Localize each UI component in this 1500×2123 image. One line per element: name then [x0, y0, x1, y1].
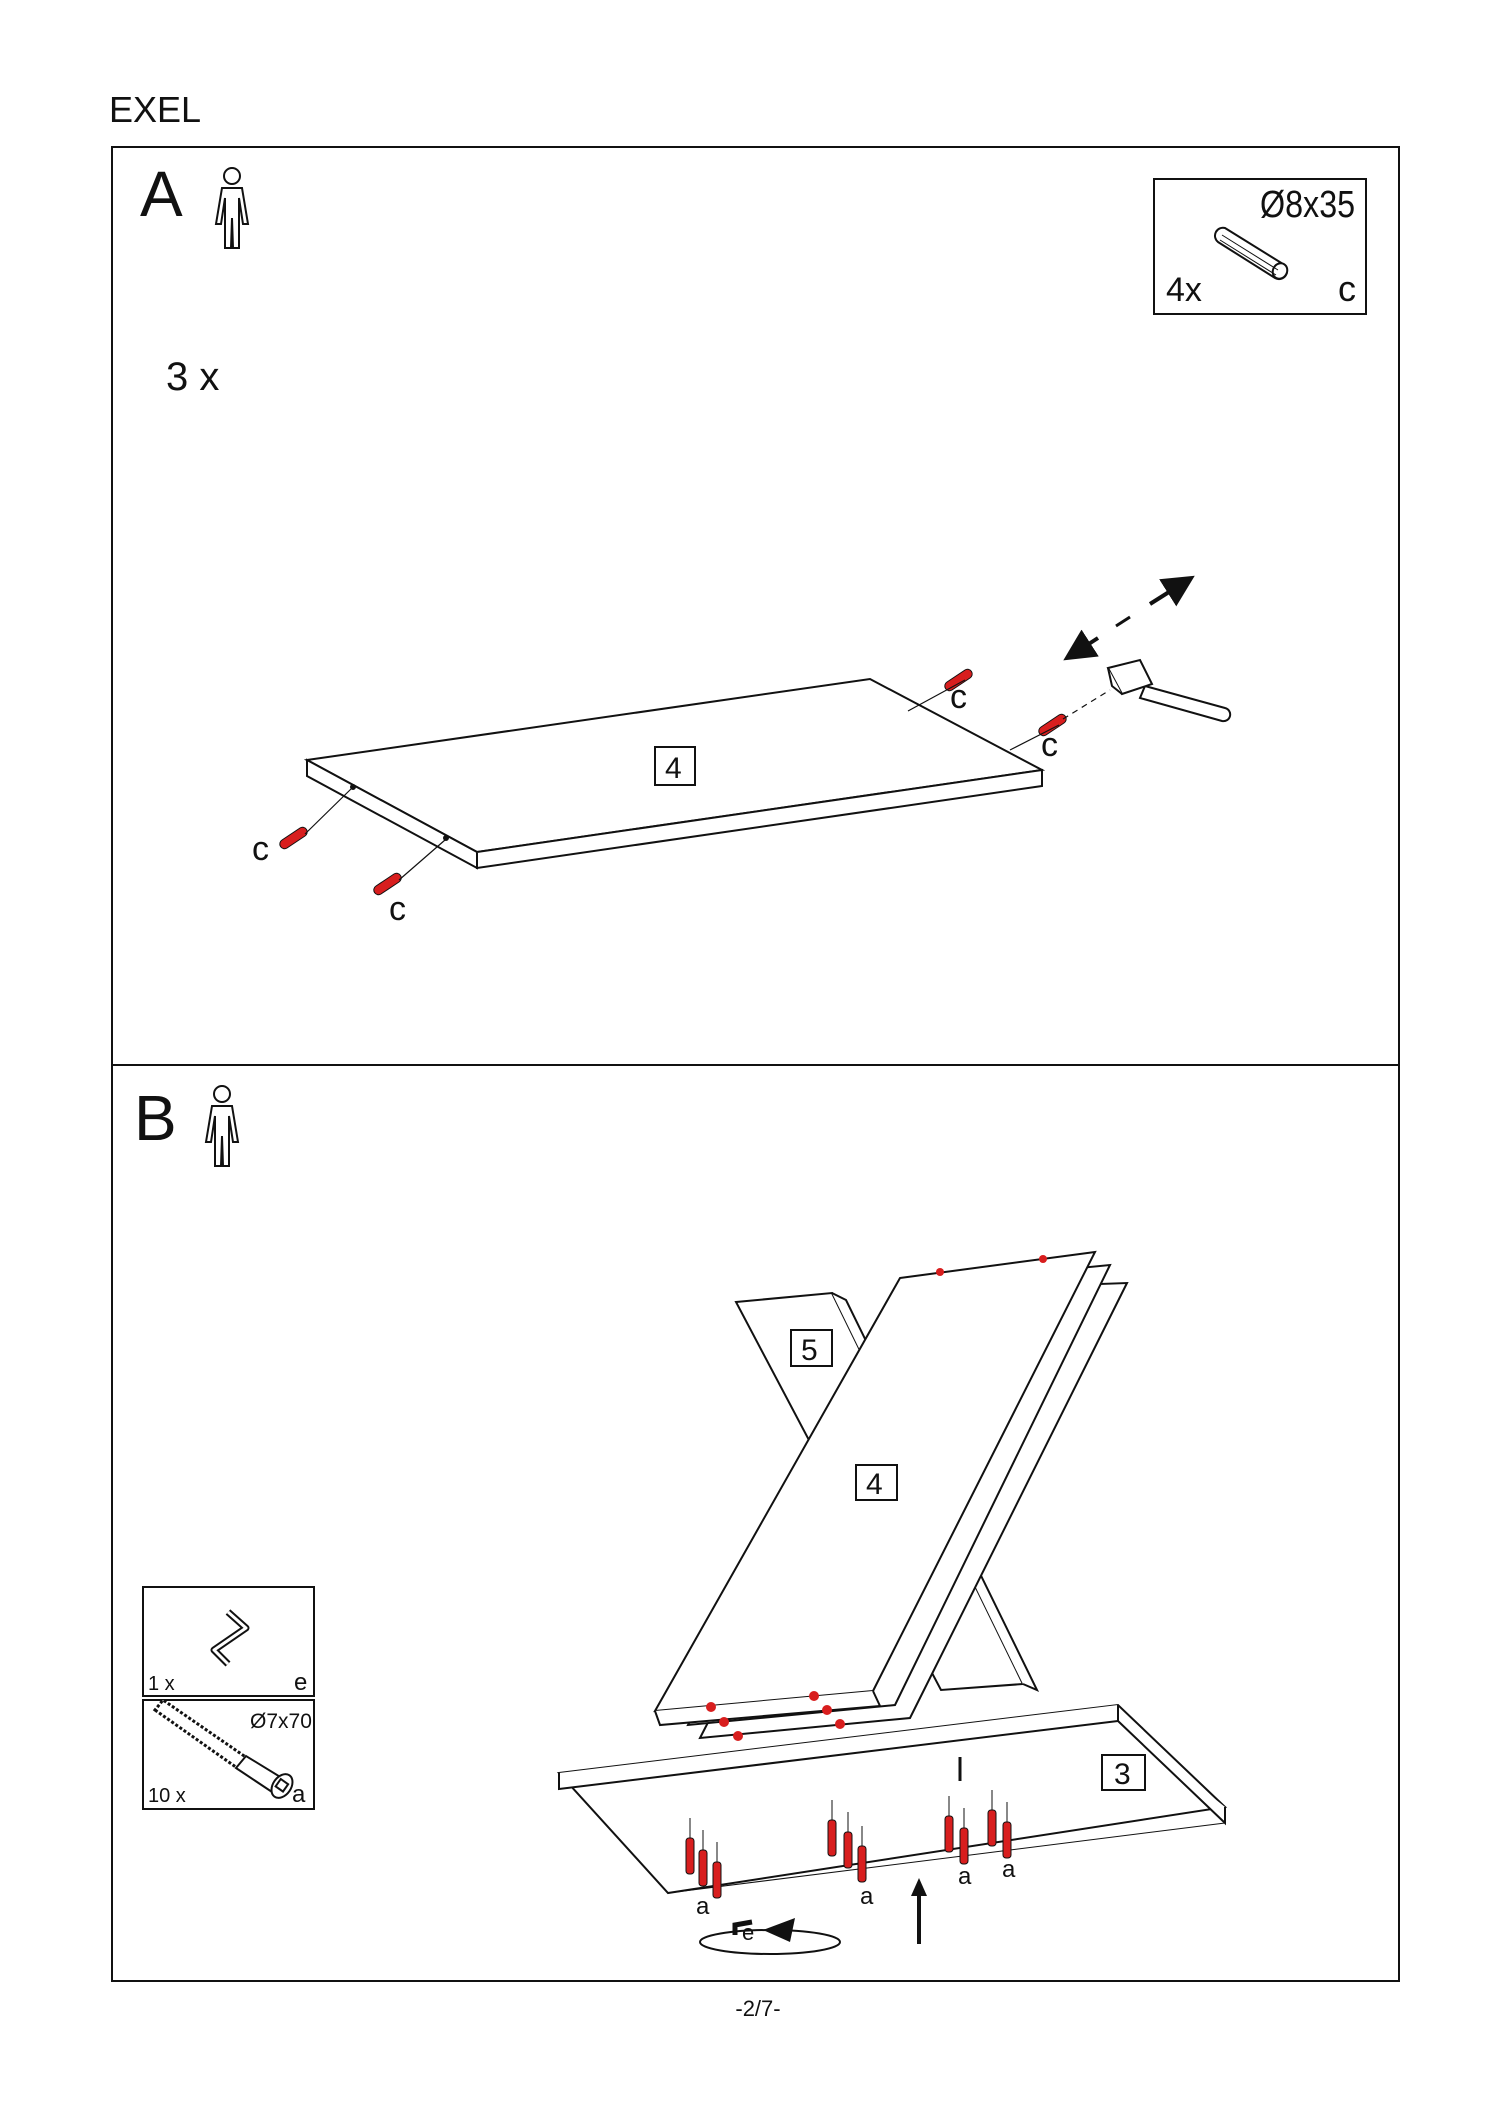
screws-red [685, 1790, 1012, 1899]
screw-icon [857, 1826, 867, 1883]
hardware-code: a [292, 1781, 306, 1808]
dowel-icon [1214, 226, 1289, 281]
page-number: -2/7- [735, 1996, 780, 2021]
screw-icon [944, 1796, 954, 1853]
screw-icon [843, 1812, 853, 1869]
screw-icon [987, 1790, 997, 1847]
tool-label: e [742, 1920, 754, 1945]
dowel-icon [279, 826, 308, 850]
part-label-5: 5 [801, 1334, 818, 1367]
hardware-box-dowel: Ø8x35 4x c [1153, 178, 1367, 315]
screw-icon [827, 1800, 837, 1857]
one-person-icon [204, 1085, 240, 1167]
one-person-icon [214, 167, 250, 249]
screw-label: a [696, 1893, 710, 1920]
hardware-size: Ø7x70 [250, 1710, 312, 1733]
dowel-icon [944, 668, 973, 692]
part-label-4: 4 [665, 752, 682, 785]
dowel-label: c [389, 890, 406, 928]
step-a-panel [111, 146, 1400, 1066]
dowels-red [279, 668, 1067, 896]
document-title: EXEL [109, 89, 201, 130]
screw-icon [698, 1830, 708, 1887]
hardware-count: 10 x [148, 1785, 186, 1807]
part-label-4: 4 [866, 1468, 883, 1501]
up-arrow-icon [911, 1878, 927, 1944]
hardware-code: e [294, 1669, 307, 1696]
screw-label: a [958, 1863, 972, 1890]
dowel-icon [373, 872, 402, 896]
step-a-letter: A [140, 158, 183, 230]
dowel-label: c [1041, 726, 1058, 764]
step-b-panel [111, 1064, 1400, 1982]
step-b-letter: B [134, 1082, 177, 1154]
screw-label: a [1002, 1856, 1016, 1883]
hardware-box-screw: Ø7x70 10 x a [142, 1697, 315, 1810]
screw-icon [712, 1842, 722, 1899]
hardware-count: 4x [1166, 271, 1202, 309]
quantity-label: 3 x [166, 355, 219, 399]
dowel-dots [706, 1255, 1047, 1741]
dowel-label: c [252, 830, 269, 868]
hammer-icon [1106, 658, 1232, 723]
double-arrow-icon [1063, 575, 1195, 661]
hardware-count: 1 x [148, 1673, 175, 1695]
tabletop-panel-3 [556, 1703, 1228, 1895]
hardware-size: Ø8x35 [1260, 184, 1355, 226]
hardware-box-allen-key: 1 x e [142, 1586, 315, 1697]
part-label-3: 3 [1114, 1758, 1131, 1791]
screw-icon [685, 1818, 695, 1875]
screw-icon [152, 1697, 294, 1799]
hardware-code: c [1338, 268, 1356, 309]
screw-icon [959, 1808, 969, 1865]
screw-icon [1002, 1802, 1012, 1859]
dowel-label: c [950, 678, 967, 716]
screw-label: a [860, 1883, 874, 1910]
guide-lines [304, 679, 1111, 881]
dowel-icon [1038, 713, 1067, 737]
rotate-allen-key-icon: e [699, 1918, 841, 1955]
